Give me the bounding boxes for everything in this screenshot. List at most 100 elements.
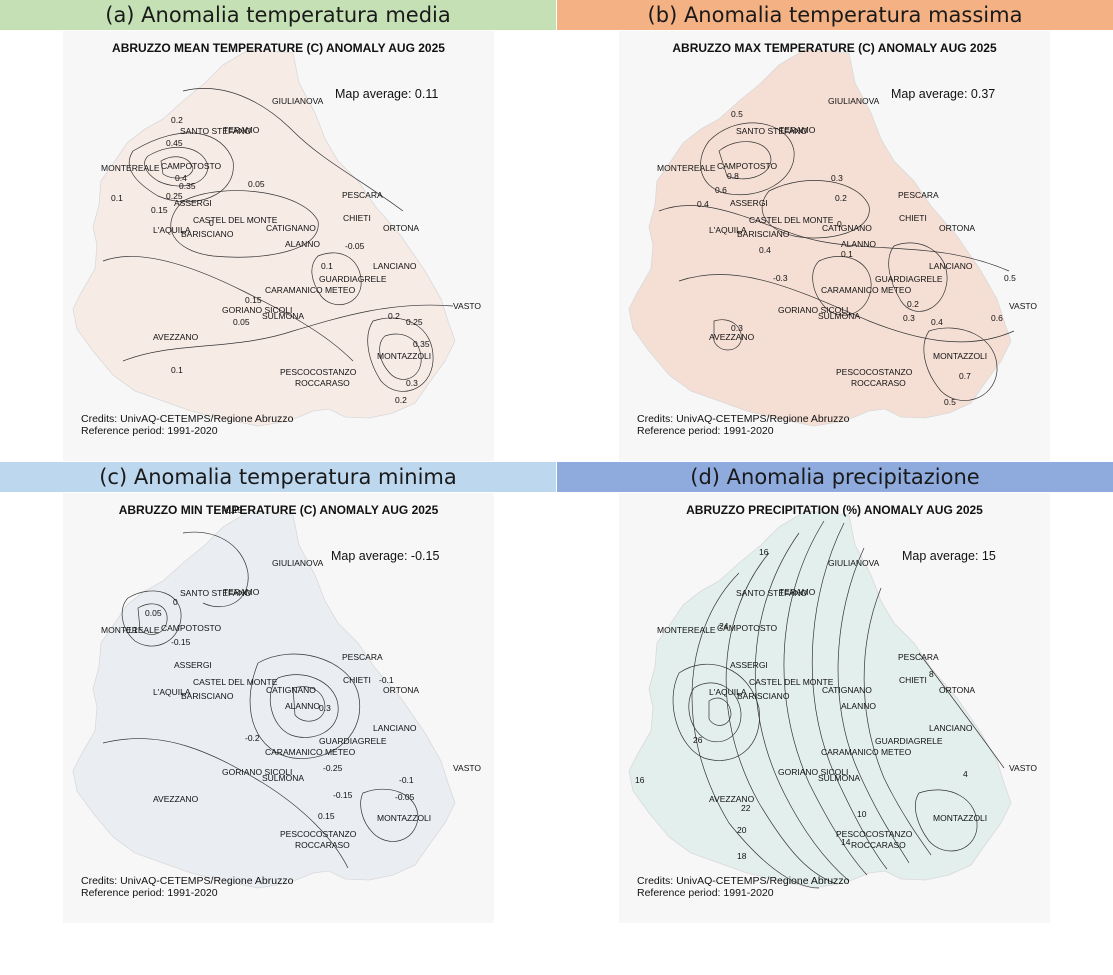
city-label: VASTO — [453, 763, 481, 773]
contour-line — [725, 552, 835, 884]
map-a-average: Map average: 0.11 — [335, 87, 439, 101]
credits-line: Credits: UnivAQ-CETEMPS/Regione Abruzzo — [637, 875, 850, 887]
city-label: MONTAZZOLI — [933, 351, 987, 361]
city-label: CASTEL DEL MONTE — [749, 677, 834, 687]
contour-line — [691, 572, 820, 889]
city-label: ASSERGI — [174, 660, 212, 670]
contour-line — [292, 686, 326, 722]
city-label: VASTO — [1009, 763, 1037, 773]
city-label: LANCIANO — [373, 261, 417, 271]
contour-value-label: 0.25 — [406, 317, 423, 327]
city-label: VASTO — [453, 301, 481, 311]
city-label: GORIANO SICOLI — [222, 305, 292, 315]
contour-value-label: 0.1 — [111, 193, 123, 203]
contour-value-label: -0.05 — [395, 792, 415, 802]
city-label: PESCOCOSTANZO — [836, 367, 913, 377]
city-label: GORIANO SICOLI — [778, 305, 848, 315]
contour-line — [708, 697, 732, 726]
contour-line — [311, 252, 362, 305]
contour-value-label: 0.2 — [395, 395, 407, 405]
city-label: SANTO STEFANO — [736, 126, 808, 136]
contour-line — [812, 256, 872, 316]
contour-line — [915, 789, 978, 852]
city-label: CAMPOTOSTO — [717, 623, 778, 633]
city-label: GUARDIAGRELE — [875, 736, 943, 746]
city-label: LANCIANO — [373, 723, 417, 733]
city-label: ALANNO — [285, 239, 320, 249]
city-label: ORTONA — [939, 685, 975, 695]
contour-value-label: -0.2 — [245, 733, 260, 743]
city-label: CARAMANICO METEO — [265, 285, 356, 295]
map-b-title: ABRUZZO MAX TEMPERATURE (C) ANOMALY AUG … — [672, 41, 997, 55]
city-label: CAMPOTOSTO — [717, 161, 778, 171]
city-label: SULMONA — [262, 311, 304, 321]
city-label: ASSERGI — [730, 660, 768, 670]
contour-line — [269, 674, 339, 738]
contour-value-label: 0.1 — [841, 249, 853, 259]
contour-line — [783, 520, 868, 876]
city-label: PESCOCOSTANZO — [280, 829, 357, 839]
contour-value-label: 22 — [741, 803, 751, 813]
contour-value-label: 10 — [857, 809, 867, 819]
contour-line — [379, 333, 422, 380]
contour-value-label: -0.15 — [223, 505, 243, 515]
contour-value-label: 0.1 — [321, 261, 333, 271]
map-b-credits: Credits: UnivAQ-CETEMPS/Regione Abruzzo … — [637, 413, 849, 437]
contour-value-label: 0.5 — [944, 397, 956, 407]
panel-d-header: (d) Anomalia precipitazione — [557, 462, 1113, 492]
map-c-credits: Credits: UnivAQ-CETEMPS/Regione Abruzzo … — [81, 875, 293, 899]
city-label: CATIGNANO — [822, 223, 872, 233]
city-label: BARISCIANO — [737, 229, 790, 239]
contour-value-label: 20 — [737, 825, 747, 835]
city-label: GORIANO SICOLI — [778, 767, 848, 777]
contour-value-label: -0.25 — [323, 763, 343, 773]
city-label: MONTAZZOLI — [377, 351, 431, 361]
contour-value-label: 24 — [719, 621, 729, 631]
contour-line — [837, 547, 910, 864]
contour-value-label: 4 — [963, 769, 968, 779]
city-label: PESCARA — [898, 190, 939, 200]
city-label: AVEZZANO — [709, 794, 755, 804]
contour-line — [918, 652, 1005, 769]
city-label: ALANNO — [841, 701, 876, 711]
contour-value-label: 0.4 — [931, 317, 943, 327]
city-label: MONTAZZOLI — [377, 813, 431, 823]
city-label: GUARDIAGRELE — [319, 736, 387, 746]
contour-value-label: 0.05 — [233, 317, 250, 327]
city-label: BARISCIANO — [181, 691, 234, 701]
contour-value-label: 0.2 — [388, 311, 400, 321]
contour-value-label: 0.6 — [715, 185, 727, 195]
contour-value-label: 0 — [837, 219, 842, 229]
city-label: GUARDIAGRELE — [319, 274, 387, 284]
contour-line — [688, 682, 742, 743]
contour-value-label: 0.35 — [413, 339, 430, 349]
contour-line — [102, 256, 354, 362]
contour-value-label: 0.4 — [175, 173, 187, 183]
contour-value-label: 0.5 — [731, 109, 743, 119]
city-label: LANCIANO — [929, 723, 973, 733]
contour-line — [672, 663, 760, 761]
city-label: BARISCIANO — [181, 229, 234, 239]
city-label: ASSERGI — [174, 198, 212, 208]
contour-line — [144, 147, 209, 187]
contour-value-label: 0.05 — [145, 608, 162, 618]
contour-line — [360, 788, 419, 842]
city-label: VASTO — [1009, 301, 1037, 311]
contour-line — [249, 653, 360, 759]
city-label: AVEZZANO — [153, 794, 199, 804]
contour-value-label: -0.1 — [123, 625, 138, 635]
contour-value-label: 0.35 — [179, 181, 196, 191]
city-label: CATIGNANO — [822, 685, 872, 695]
contour-value-label: 0.3 — [731, 323, 743, 333]
credits-line: Credits: UnivAQ-CETEMPS/Regione Abruzzo — [81, 875, 294, 887]
city-label: PESCOCOSTANZO — [836, 829, 913, 839]
contour-value-label: -0.15 — [171, 637, 191, 647]
contour-value-label: 0.45 — [166, 138, 183, 148]
map-d-credits: Credits: UnivAQ-CETEMPS/Regione Abruzzo … — [637, 875, 849, 899]
contour-value-label: 0.3 — [406, 378, 418, 388]
city-label: CHIETI — [343, 213, 371, 223]
panel-a-header: (a) Anomalia temperatura media — [0, 0, 556, 30]
city-label: CAMPOTOSTO — [161, 623, 222, 633]
